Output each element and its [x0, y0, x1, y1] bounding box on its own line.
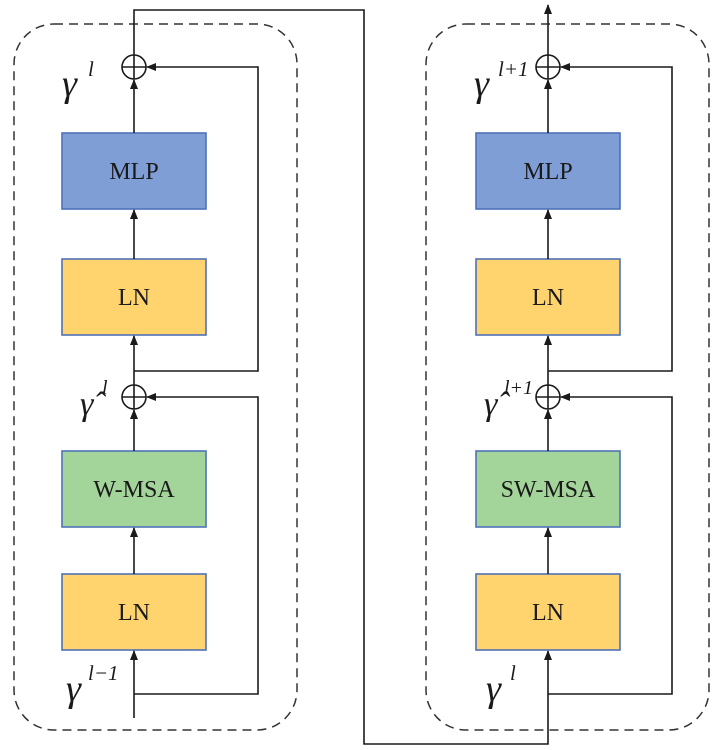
left-top-adder-icon [121, 54, 147, 80]
left-mid-symbol: γ̂ l [80, 377, 108, 423]
right-block-frame [425, 23, 710, 731]
svg-text:l: l [510, 661, 516, 685]
left-mlp-box [61, 132, 207, 210]
left-input-symbol: γ l−1 [66, 661, 119, 710]
svg-text:γ: γ [66, 668, 82, 710]
svg-text:l: l [102, 377, 108, 399]
right-top-adder-icon [535, 54, 561, 80]
right-ln-top-box [475, 258, 621, 336]
right-sw-msa-label: SW-MSA [501, 477, 596, 503]
svg-text:l: l [88, 57, 94, 81]
svg-text:γ: γ [486, 668, 502, 710]
right-mlp-label: MLP [523, 159, 572, 185]
left-ln-top-label: LN [118, 285, 150, 311]
svg-text:γ: γ [474, 63, 490, 105]
left-block-frame [13, 23, 298, 731]
right-input-symbol: γ l [486, 661, 516, 710]
right-mid-symbol: γ̂ l+1 [484, 377, 533, 423]
svg-text:l+1: l+1 [504, 377, 533, 399]
block-to-block-connector [133, 9, 552, 745]
left-ln-bottom-label: LN [118, 600, 150, 626]
left-output-symbol: γ l [62, 57, 94, 105]
right-mid-adder-icon [535, 384, 561, 410]
left-ln-bottom-box [61, 573, 207, 651]
left-skip-connection-1 [134, 393, 259, 695]
right-output-symbol: γ l+1 [474, 57, 529, 105]
left-w-msa-label: W-MSA [93, 477, 175, 503]
left-mid-adder-icon [121, 384, 147, 410]
right-sw-msa-box [475, 450, 621, 528]
right-ln-top-label: LN [532, 285, 564, 311]
left-w-msa-box [61, 450, 207, 528]
right-ln-bottom-box [475, 573, 621, 651]
svg-text:l+1: l+1 [498, 57, 529, 81]
right-ln-bottom-label: LN [532, 600, 564, 626]
right-skip-connection-2 [548, 63, 673, 372]
right-mlp-box [475, 132, 621, 210]
svg-text:l−1: l−1 [88, 661, 119, 685]
right-skip-connection-1 [548, 393, 673, 695]
left-skip-connection-2 [134, 63, 259, 372]
svg-text:γ: γ [62, 63, 78, 105]
left-mlp-label: MLP [109, 159, 158, 185]
